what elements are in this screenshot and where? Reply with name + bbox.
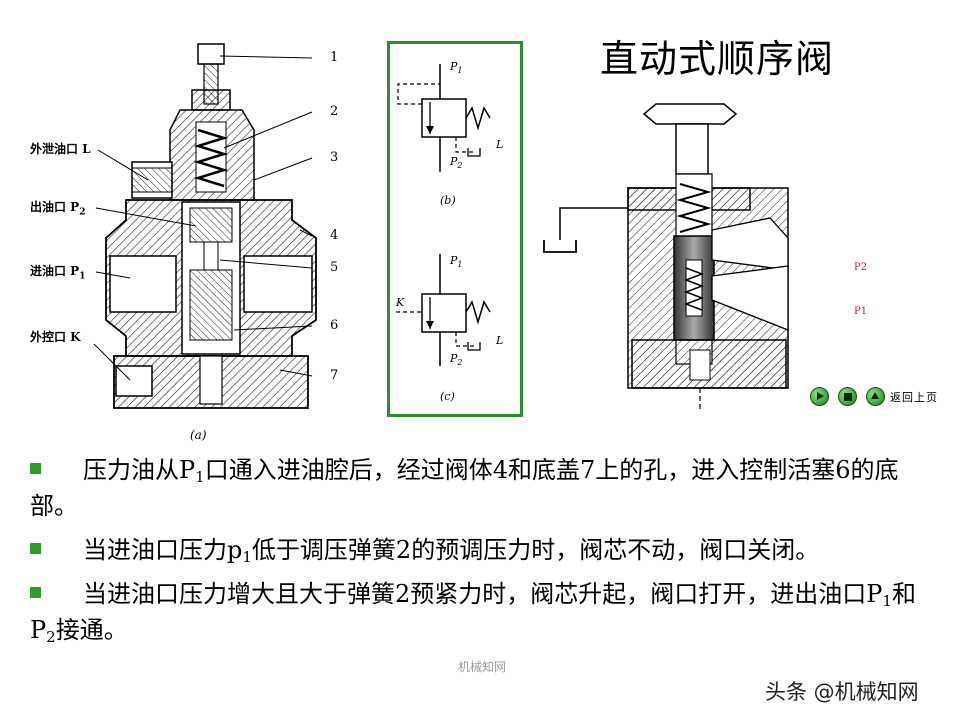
symbol-c-k: K [396,296,405,309]
callout-7: 7 [330,368,339,383]
caption-a: (a) [190,428,207,442]
symbol-b-p2: P2 [450,155,463,171]
callout-5: 5 [330,260,339,275]
symbol-c-l: L [496,334,504,347]
valve-animation-drawing [543,103,789,412]
callout-3: 3 [330,150,339,165]
back-button[interactable]: 返回上页 [890,390,938,404]
caption-c: (c) [440,390,455,403]
slide-navigation: 返回上页 [810,387,938,406]
label-outlet-port: 出油口 P2 [30,200,86,218]
page-title: 直动式顺序阀 [600,37,835,81]
symbols-frame [387,41,523,417]
caption-b: (b) [440,194,456,207]
back-icon[interactable] [866,387,885,406]
symbol-c-p2: P2 [450,352,463,368]
valve-symbols [396,64,491,366]
bullet-item: 当进油口压力p1低于调压弹簧2的预调压力时，阀芯不动，阀口关闭。 [30,532,940,568]
label-control-port: 外控口 K [30,330,81,344]
callout-1: 1 [330,50,339,65]
symbol-b-p1: P1 [450,60,463,76]
label-p2: P2 [854,262,868,273]
bullet-square-icon [30,587,41,598]
bullet-square-icon [30,463,41,474]
stop-icon[interactable] [838,387,857,406]
label-drain-port: 外泄油口 L [30,142,91,156]
bullet-item: 压力油从P1口通入进油腔后，经过阀体4和底盖7上的孔，进入控制活塞6的底部。 [30,456,899,520]
bullet-item: 当进油口压力增大且大于弹簧2预紧力时，阀芯升起，阀口打开，进出油口P1和P2接通… [30,580,916,646]
symbol-c-p1: P1 [450,254,463,270]
symbol-b-l: L [496,138,504,151]
callout-2: 2 [330,104,339,119]
valve-section-drawing [93,43,317,409]
callout-6: 6 [330,318,339,333]
next-icon[interactable] [810,387,829,406]
brand-credit: 头条 @机械知网 [765,680,919,704]
watermark-text: 机械知网 [458,660,507,674]
label-inlet-port: 进油口 P1 [30,264,86,282]
label-p1: P1 [854,306,868,317]
callout-4: 4 [330,228,339,243]
bullet-list: 压力油从P1口通入进油腔后，经过阀体4和底盖7上的孔，进入控制活塞6的底部。 当… [30,452,940,656]
bullet-square-icon [30,543,41,554]
